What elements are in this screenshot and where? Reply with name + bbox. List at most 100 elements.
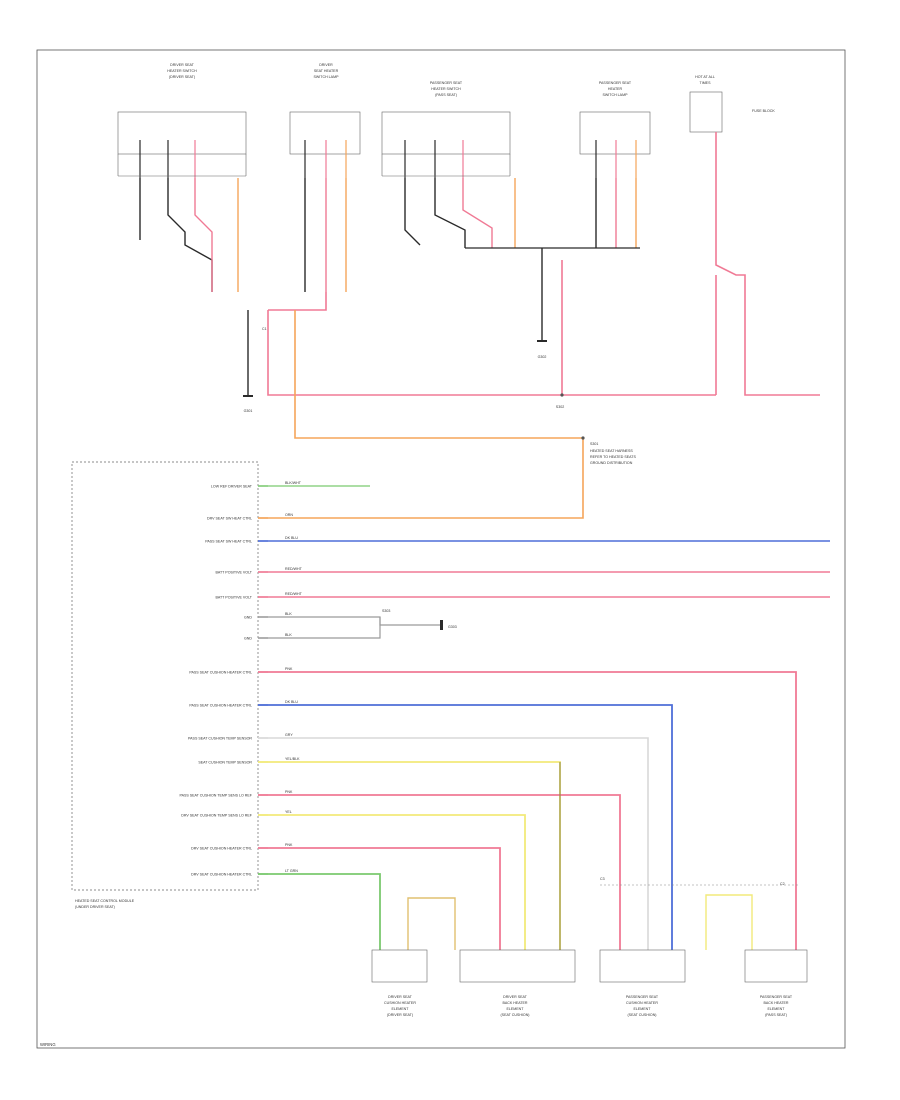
wire-pink-pass-heater [258, 671, 797, 950]
module-pin-wire-code: BLK [285, 633, 292, 637]
module-pin-wire-code: BLK/WHT [285, 481, 302, 485]
bottom-component-1: DRIVER SEAT CUSHION HEATER ELEMENT (DRIV… [371, 949, 428, 1017]
top-component-1-line1: DRIVER SEAT [170, 63, 195, 67]
ground-symbol-3 [440, 620, 443, 630]
module-pin-wire-code: DK BLU [285, 700, 298, 704]
footer-code: WIRING [40, 1042, 56, 1047]
top-component-1-line3: (DRIVER SEAT) [169, 75, 195, 79]
wire-gray-temp [258, 737, 649, 950]
bottom-component-3: PASSENGER SEAT CUSHION HEATER ELEMENT (S… [599, 949, 686, 1017]
splice-label-2: S302 [556, 405, 564, 409]
bottom-component-1-line3: ELEMENT [392, 1007, 410, 1011]
bottom-component-3-line3: ELEMENT [634, 1007, 652, 1011]
bottom-component-3-line2: CUSHION HEATER [626, 1001, 658, 1005]
module-pin-wire-code: PNK [285, 667, 293, 671]
module-pin-wire-code: RED/WHT [285, 567, 303, 571]
module-pin-label: DRV SEAT CUSHION HEATER CTRL [191, 873, 252, 877]
top-component-5-line3: FUSE BLOCK [752, 109, 775, 113]
wire-black-5 [434, 178, 466, 248]
module-title-line2: (UNDER DRIVER SEAT) [75, 905, 115, 909]
connector-label-c1: C1 [262, 327, 267, 331]
module-title-line1: HEATED SEAT CONTROL MODULE [75, 899, 135, 903]
top-component-5-line1: HOT AT ALL [695, 75, 715, 79]
module-pin-wire-code: DK BLU [285, 536, 298, 540]
splice-note-3: GROUND DISTRIBUTION [590, 461, 633, 465]
bottom-component-2: DRIVER SEAT BACK HEATER ELEMENT (SEAT CU… [459, 949, 576, 1017]
top-component-2-line1: DRIVER [319, 63, 333, 67]
bottom-component-4-line3: ELEMENT [768, 1007, 786, 1011]
bottom-component-1-line2: CUSHION HEATER [384, 1001, 416, 1005]
splice-label-1: S301 [590, 442, 598, 446]
module-pin-label: BATT POSITIVE VOLT [215, 596, 252, 600]
ground-symbol-2 [537, 340, 547, 342]
wire-pink-1 [194, 178, 213, 292]
bottom-component-4-line4: (PASS SEAT) [765, 1013, 787, 1017]
wire-black-4 [404, 178, 421, 246]
top-component-4: PASSENGER SEAT HEATER SWITCH LAMP [579, 81, 651, 178]
top-component-1: DRIVER SEAT HEATER SWITCH (DRIVER SEAT) [117, 63, 247, 178]
diagram-frame [36, 49, 846, 1049]
top-component-5: HOT AT ALL TIMES FUSE BLOCK [689, 75, 775, 133]
top-component-3-line3: (PASS SEAT) [435, 93, 457, 97]
wire-yellow-loop-2 [705, 894, 753, 950]
module-pin-label: SEAT CUSHION TEMP SENSOR [198, 761, 252, 765]
wire-gnd-1 [258, 616, 440, 626]
module-pin-label: PASS SEAT SW HEAT CTRL [205, 540, 252, 544]
bottom-component-4: PASSENGER SEAT BACK HEATER ELEMENT (PASS… [744, 949, 808, 1017]
wire-pink-bus-from-2 [268, 292, 327, 311]
wire-gnd-2 [258, 617, 381, 639]
ground-label-2: G302 [538, 355, 547, 359]
module-pin-label: PASS SEAT CUSHION HEATER CTRL [189, 671, 252, 675]
top-component-3-line2: HEATER SWITCH [431, 87, 461, 91]
ground-symbol-1 [243, 395, 253, 397]
module-pin-wire-code: LT GRN [285, 869, 298, 873]
ground-label-1: G301 [244, 409, 253, 413]
top-component-2-line3: SWITCH LAMP [314, 75, 340, 79]
bottom-component-2-line1: DRIVER SEAT [503, 995, 528, 999]
connector-label-c3: C3 [600, 877, 605, 881]
module-pin-wire-code: BLK [285, 612, 292, 616]
wire-blue-pass-heater [258, 704, 673, 950]
module-pin-wire-code: ORN [285, 513, 293, 517]
splice-label-3: S303 [382, 609, 390, 613]
top-component-1-line2: HEATER SWITCH [167, 69, 197, 73]
top-component-3: PASSENGER SEAT HEATER SWITCH (PASS SEAT) [381, 81, 511, 178]
module-pin-label: PASS SEAT CUSHION HEATER CTRL [189, 704, 252, 708]
wire-yellow-lo-ref [258, 814, 526, 950]
bottom-component-3-line1: PASSENGER SEAT [626, 995, 659, 999]
bottom-component-4-line1: PASSENGER SEAT [760, 995, 793, 999]
top-component-3-line1: PASSENGER SEAT [430, 81, 463, 85]
bottom-component-2-line3: ELEMENT [507, 1007, 525, 1011]
bottom-component-1-line1: DRIVER SEAT [388, 995, 413, 999]
module-pin-label: DRV SEAT CUSHION TEMP SENS LO REF [181, 814, 253, 818]
wire-yellow-loop-1 [407, 897, 456, 950]
ground-label-3: G303 [448, 625, 457, 629]
heated-seat-module [71, 461, 259, 891]
wire-yellow-temp [258, 761, 561, 950]
wire-pink-drv-heater [258, 847, 501, 950]
wire-pink-3 [462, 178, 493, 248]
wire-orange-bus [258, 310, 584, 519]
wire-black-2 [167, 178, 213, 292]
top-component-2: DRIVER SEAT HEATER SWITCH LAMP [289, 63, 361, 178]
splice-dot-1 [581, 436, 585, 440]
module-pin-label: GND [244, 637, 252, 641]
wire-green-drv-heater [258, 873, 381, 950]
module-pin-label: GND [244, 616, 252, 620]
module-pin-wire-code: PNK [285, 843, 293, 847]
module-pin-label: PASS SEAT CUSHION TEMP SENS LO REF [179, 794, 252, 798]
module-pin-wire-code: YEL [285, 810, 292, 814]
top-component-2-line2: SEAT HEATER [314, 69, 339, 73]
bottom-component-2-line2: BACK HEATER [502, 1001, 527, 1005]
bottom-component-4-line2: BACK HEATER [763, 1001, 788, 1005]
bottom-component-1-line4: (DRIVER SEAT) [387, 1013, 413, 1017]
top-component-4-line2: HEATER [608, 87, 623, 91]
module-pin-wire-code: GRY [285, 733, 293, 737]
module-pin-label: DRV SEAT CUSHION HEATER CTRL [191, 847, 252, 851]
connector-label-c2: C2 [780, 882, 785, 886]
module-pin-label: BATT POSITIVE VOLT [215, 571, 252, 575]
bottom-component-3-line4: (SEAT CUSHION) [627, 1013, 656, 1017]
splice-note-2: REFER TO HEATED SEATS [590, 455, 636, 459]
wire-pink-lo-ref [258, 794, 621, 950]
